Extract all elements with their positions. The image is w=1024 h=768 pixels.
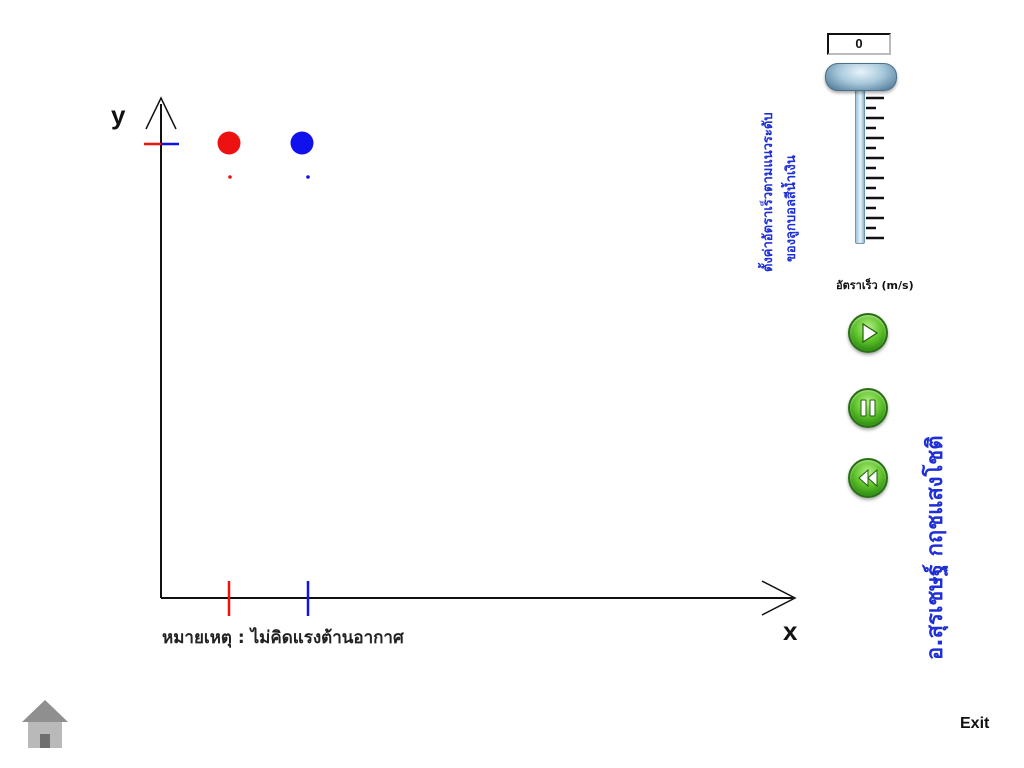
play-button[interactable] <box>848 313 888 353</box>
author-credit: อ.สุรเชษฐ์ กฤชแสงโชติ <box>923 435 948 660</box>
pause-icon <box>860 399 876 417</box>
home-icon <box>22 700 68 748</box>
speed-value-display: 0 <box>827 33 891 55</box>
x-axis-arrow <box>761 580 797 616</box>
instruction-line-1: ตั้งค่าอัตราเร็วตามแนวระดับ <box>761 112 776 272</box>
rewind-icon <box>858 468 878 488</box>
red-ball <box>217 131 241 155</box>
speed-slider-thumb[interactable] <box>820 63 900 91</box>
home-button[interactable] <box>20 698 70 750</box>
blue-ball <box>290 131 314 155</box>
blue-trail-dot <box>306 175 310 179</box>
pause-button[interactable] <box>848 388 888 428</box>
graph-area <box>144 96 797 616</box>
note-text: หมายเหตุ : ไม่คิดแรงต้านอากาศ <box>162 628 404 648</box>
speed-slider-track[interactable] <box>855 80 865 244</box>
y-axis-arrow <box>145 96 177 130</box>
play-icon <box>862 322 879 344</box>
slider-ticks <box>866 96 884 240</box>
x-axis-label: x <box>783 616 798 646</box>
instruction-line-2: ของลูกบอลสีน้ำเงิน <box>784 155 799 262</box>
speed-label: อัตราเร็ว (m/s) <box>836 279 914 292</box>
y-axis-label: y <box>111 100 126 130</box>
exit-button[interactable]: Exit <box>960 715 990 732</box>
rewind-button[interactable] <box>848 458 888 498</box>
red-trail-dot <box>228 175 232 179</box>
